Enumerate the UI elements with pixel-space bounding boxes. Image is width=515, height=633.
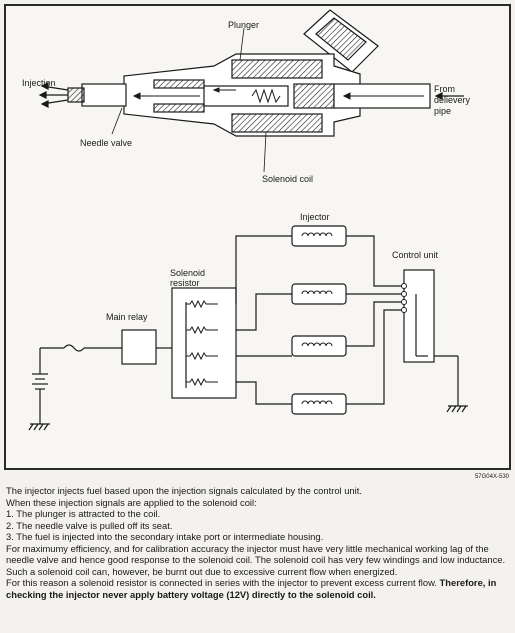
main-relay-box [121,329,157,365]
label-solenoid-coil: Solenoid coil [262,174,314,184]
nozzle [81,83,127,107]
ground-symbol-battery [28,423,50,431]
label-plunger: Plunger [228,20,260,30]
solenoid-coil-lower [231,113,323,133]
label-injector: Injector [300,212,330,222]
fuse-symbol [63,344,85,352]
resistor-elements [186,299,218,387]
injector-cross-section [38,9,464,173]
label-needle-valve: Needle valve [80,138,133,148]
plunger [203,85,289,107]
efficiency-paragraph: For maximumy efficiency, and for calibra… [6,542,506,577]
wiring-diagram [28,225,468,431]
lead-sentence: When these injection signals are applied… [6,496,257,508]
label-resistor: resistor [170,278,200,288]
injector-coil-2 [291,283,347,305]
injector-diagram [28,9,468,431]
label-from: From [434,84,455,94]
ground-symbol-control-unit [446,405,468,413]
battery-symbol [32,348,48,424]
injection-spray-arrows [38,82,69,108]
label-injection: Injection [22,78,56,88]
electrical-connector [303,9,379,73]
step-2: 2. The needle valve is pulled off its se… [6,519,173,531]
intro-paragraph: The injector injects fuel based upon the… [6,485,362,496]
label-delivery: delievery [434,95,471,105]
injector-coil-4 [291,393,347,415]
figure-code: 57G04X-530 [474,474,509,480]
solenoid-resistor-box [171,287,237,399]
injector-coil-3 [291,335,347,357]
label-solenoid: Solenoid [170,268,206,278]
step-3: 3. The fuel is injected into the seconda… [6,531,324,542]
label-pipe: pipe [434,106,452,116]
label-control-unit: Control unit [392,250,439,260]
step-1: 1. The plunger is attracted to the coil. [6,508,161,519]
body-text: The injector injects fuel based upon the… [6,485,511,600]
solenoid-coil-upper [231,59,323,79]
control-unit-box [403,269,435,363]
warning-text: For this reason a solenoid resistor is c… [6,577,440,588]
label-main-relay: Main relay [106,312,148,322]
warning-bold-text: Therefore, in checking the injector neve… [6,577,497,600]
warning-paragraph: For this reason a solenoid resistor is c… [6,577,511,600]
injector-coil-1 [291,225,347,247]
